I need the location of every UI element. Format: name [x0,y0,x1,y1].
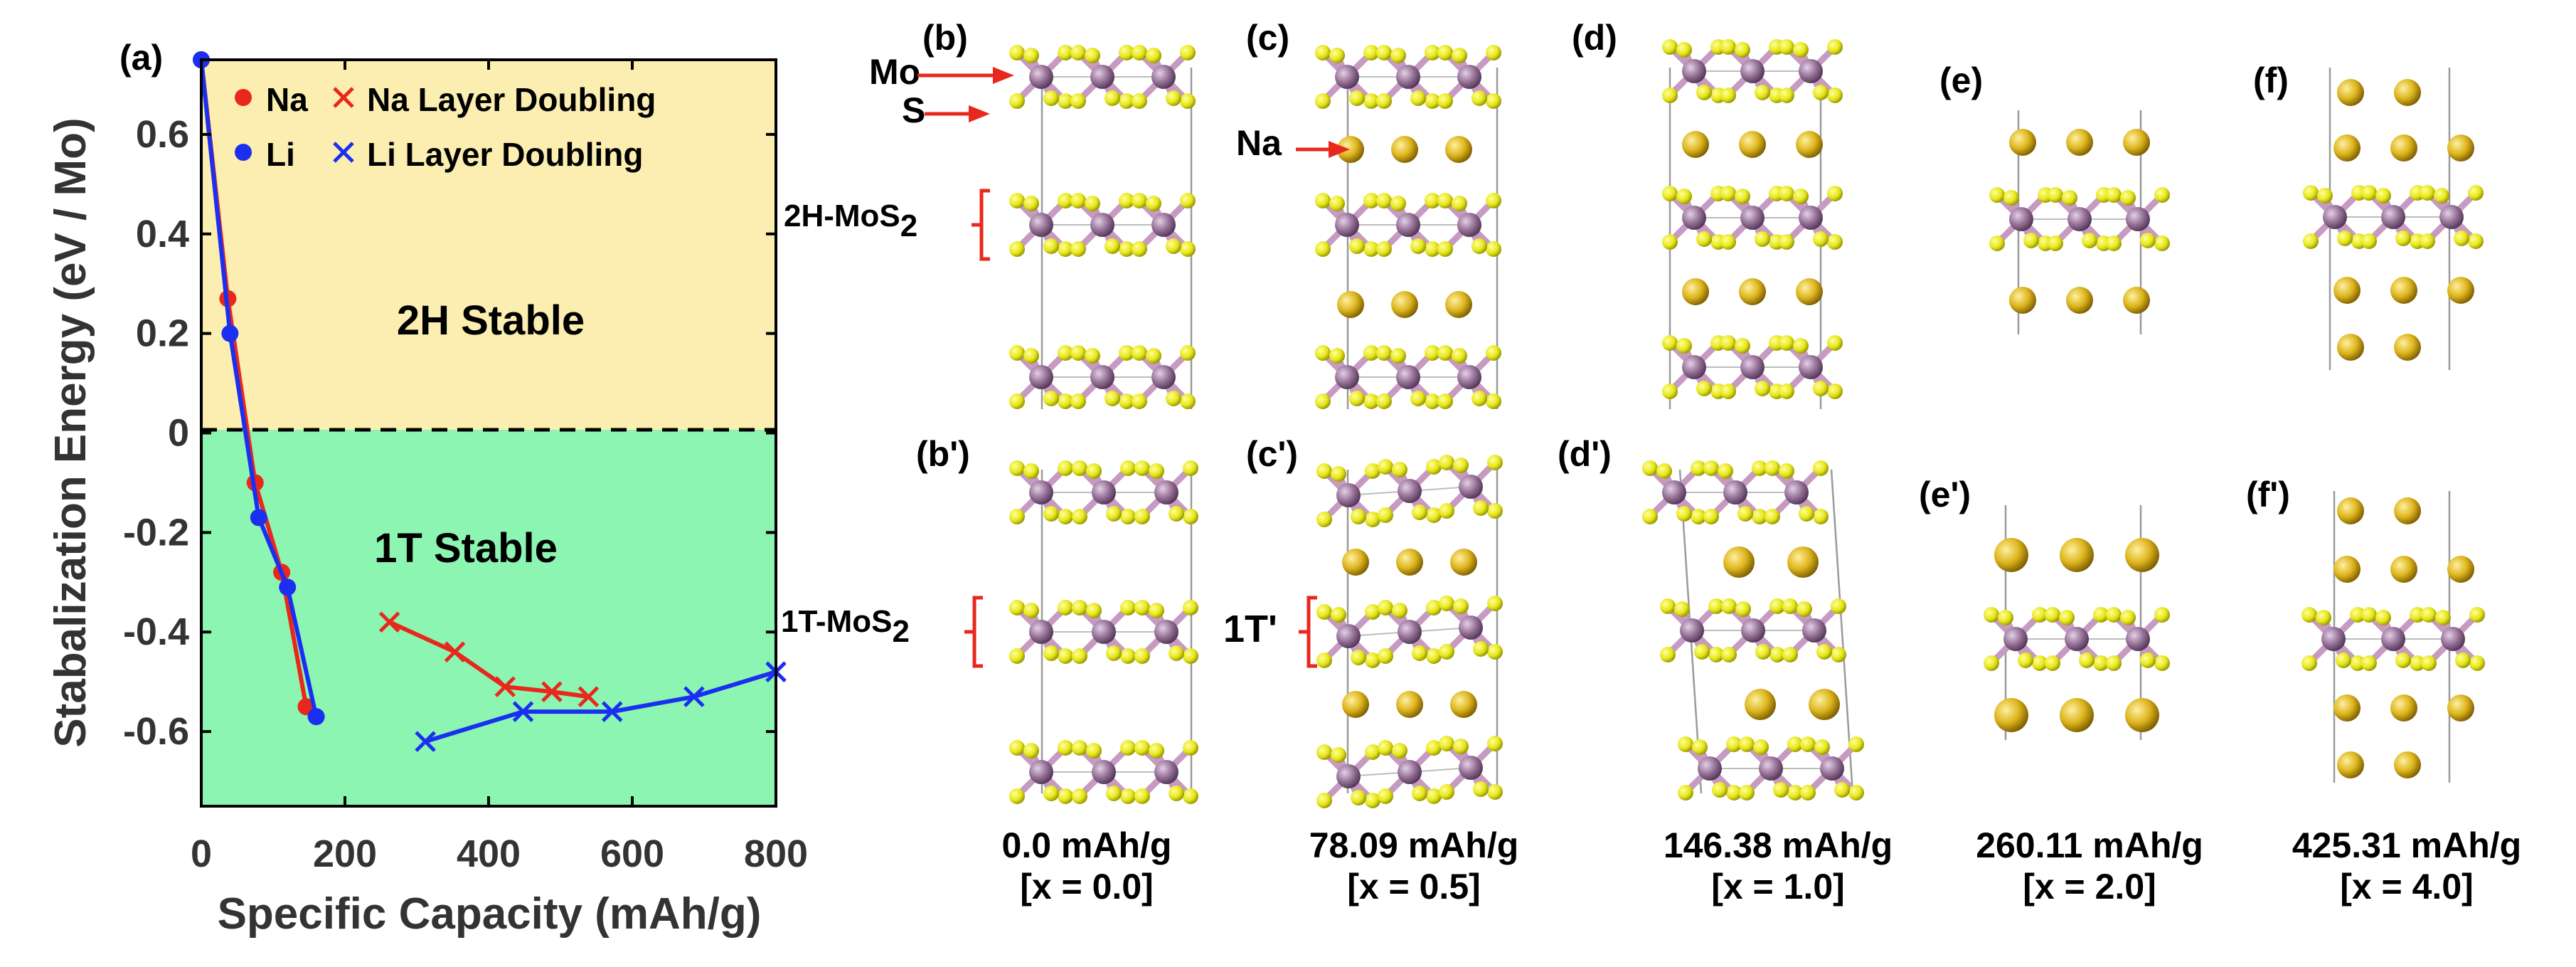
y-tick-label: 0.2 [136,312,189,355]
data-point-li [250,509,267,527]
mos2-2h-bracket [972,189,990,261]
structure-c-2h-na05 [1315,45,1501,409]
y-tick-label: -0.2 [123,511,189,554]
structure-b-2h-mos2 [1009,45,1196,409]
axis-ticks: 0 200 400 600 800 0.6 0.4 0.2 0 -0.2 -0.4 -0.6 [123,60,808,875]
data-point-na-layer-doubling [444,641,466,662]
s-label: S [902,90,925,130]
region-1t-stable [201,430,776,806]
caption-capacity-b: 0.0 mAh/g [1002,825,1172,865]
structure-c-prime-1t-na05 [1316,455,1503,808]
panel-label-a: (a) [119,38,163,78]
structure-captions: 0.0 mAh/g [x = 0.0] 78.09 mAh/g [x = 0.5… [1002,825,2522,907]
panel-label-e: (e) [1939,60,1983,100]
structure-e-2h-na20 [1989,110,2170,334]
structure-f-2h-na40 [2303,68,2484,370]
structure-b-prime-1t-mos2 [1009,460,1198,804]
data-point-na-layer-doubling [378,611,400,633]
structure-annotations: Mo S Na 2H-MoS2 1T-MoS2 1T' [781,52,1350,668]
structure-d-2h-na10 [1662,39,1843,409]
t1-prime-label: 1T' [1223,608,1277,650]
caption-x-e: [x = 2.0] [2023,867,2156,907]
data-point-na-layer-doubling [494,676,516,697]
structure-f-prime-1t-na40 [2301,491,2485,783]
structure-e-prime-1t-na20 [1984,505,2170,740]
legend-label-na: Na [266,81,308,118]
t1-prime-bracket [1299,596,1317,668]
data-point-li [307,708,325,726]
structure-d-prime-1t-na10 [1642,460,1864,800]
x-tick-label: 800 [744,833,808,875]
series-layer [193,51,787,752]
data-point-li [279,578,297,596]
panel-label-d-prime: (d') [1558,434,1612,474]
crystal-structures [1009,39,2485,808]
s-arrowhead [969,105,990,122]
y-tick-label: 0.4 [136,213,189,255]
caption-x-c: [x = 0.5] [1347,867,1481,907]
panel-label-b-prime: (b') [916,434,970,474]
na-label: Na [1236,123,1282,163]
y-tick-label: -0.6 [123,710,189,753]
y-tick-label: 0.6 [136,113,189,156]
region-2h-label: 2H Stable [397,297,585,344]
mo-arrowhead [993,67,1014,84]
panel-label-c: (c) [1246,18,1289,58]
data-point-li [221,324,239,342]
panel-label-d: (d) [1572,18,1617,58]
x-axis-label: Specific Capacity (mAh/g) [218,889,762,939]
legend-marker-li [235,144,252,161]
y-tick-label: -0.4 [123,611,189,653]
mos2-1t-label: 1T-MoS2 [781,604,910,649]
caption-capacity-d: 146.38 mAh/g [1664,825,1893,865]
data-point-li-layer-doubling [512,701,534,722]
mo-label: Mo [869,52,920,92]
legend-marker-na-layer [333,87,354,108]
panel-label-f: (f) [2253,60,2289,100]
region-2h-stable [201,60,776,430]
y-tick-label: 0 [168,412,189,455]
x-tick-label: 400 [457,833,521,875]
x-tick-label: 600 [600,833,664,875]
caption-x-d: [x = 1.0] [1711,867,1845,907]
caption-x-f: [x = 4.0] [2340,867,2474,907]
x-tick-label: 0 [191,833,212,875]
caption-capacity-e: 260.11 mAh/g [1976,825,2203,865]
caption-capacity-c: 78.09 mAh/g [1309,825,1519,865]
legend-label-li: Li [266,136,295,173]
caption-x-b: [x = 0.0] [1020,867,1154,907]
y-axis-label: Stabalization Energy (eV / Mo) [46,117,95,747]
legend: Na Na Layer Doubling Li Li Layer Doublin… [235,81,656,173]
legend-label-li-layer: Li Layer Doubling [367,136,643,173]
caption-capacity-f: 425.31 mAh/g [2292,825,2521,865]
data-point-li-layer-doubling [415,731,436,752]
data-point-li-layer-doubling [683,686,705,707]
mos2-2h-label: 2H-MoS2 [784,199,917,243]
structure-panel-labels: (b) (c) (d) (e) (f) (b') (c') (d') (e') … [916,18,2290,514]
data-point-na-layer-doubling [541,681,563,702]
legend-marker-na [235,89,252,106]
x-tick-label: 200 [313,833,377,875]
legend-label-na-layer: Na Layer Doubling [367,81,656,118]
panel-label-b: (b) [922,18,968,58]
region-1t-label: 1T Stable [374,525,558,571]
panel-label-e-prime: (e') [1919,475,1971,514]
data-point-li-layer-doubling [601,701,623,722]
panel-label-c-prime: (c') [1246,434,1298,474]
data-point-na-layer-doubling [578,686,600,707]
panel-label-f-prime: (f') [2246,475,2290,514]
mos2-1t-bracket [964,596,983,668]
na-arrowhead [1329,141,1350,158]
legend-marker-li-layer [333,142,354,163]
